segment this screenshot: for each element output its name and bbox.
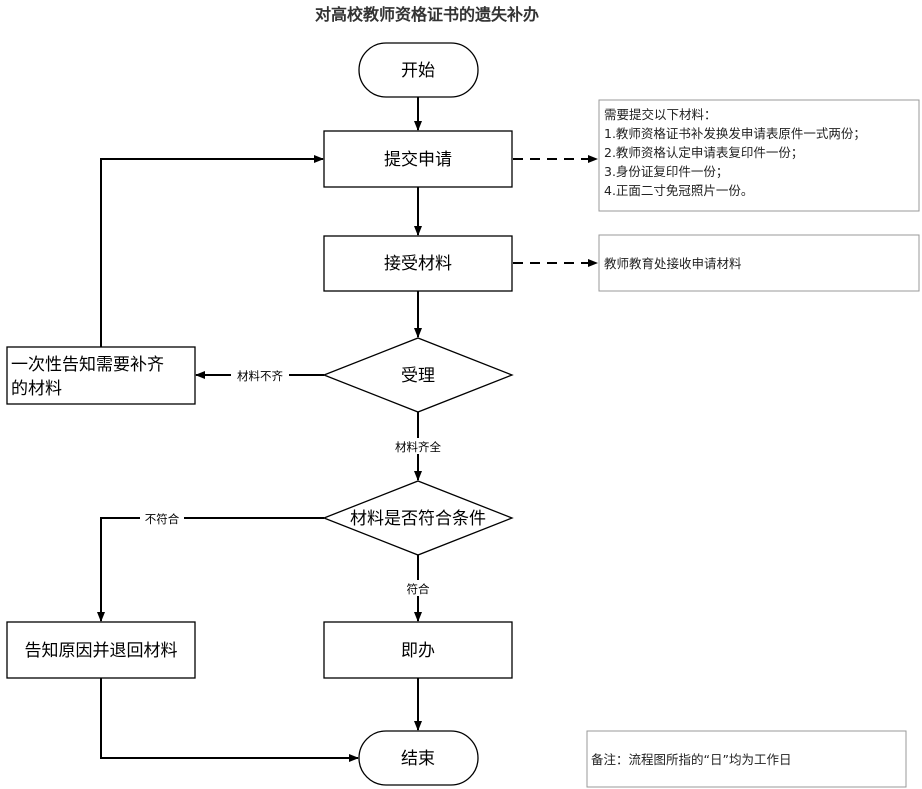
arrow-reject-to-end (100, 678, 359, 762)
materials-note-line: 3.身份证复印件一份； (604, 164, 728, 179)
start-label: 开始 (401, 61, 435, 81)
submit-application-node (323, 130, 513, 188)
submit-application-label: 提交申请 (384, 150, 452, 170)
arrow-notify-to-submit (100, 155, 324, 347)
process-immediately-node (323, 621, 513, 679)
edge-label-incomplete: 材料不齐 (237, 369, 283, 383)
receive-materials-label: 接受材料 (384, 254, 452, 274)
condition-check-label: 材料是否符合条件 (350, 509, 486, 529)
materials-note-line: 4.正面二寸免冠照片一份。 (604, 183, 753, 198)
end-node (358, 730, 479, 786)
edge-label-not-qualified: 不符合 (145, 512, 180, 526)
edge-label-complete: 材料齐全 (395, 440, 441, 454)
remark-text: 备注：流程图所指的“日”均为工作日 (591, 752, 791, 767)
notify-supplement-node (6, 346, 196, 405)
materials-note-box (598, 99, 920, 212)
notify-supplement-label-line1: 一次性告知需要补齐 (11, 355, 164, 375)
edge-label-qualified: 符合 (407, 582, 430, 596)
materials-note-line: 需要提交以下材料： (604, 107, 717, 122)
reject-return-label: 告知原因并退回材料 (25, 641, 178, 661)
materials-note-line: 1.教师资格证书补发换发申请表原件一式两份； (604, 126, 866, 141)
receive-materials-node (323, 235, 513, 292)
notify-supplement-label-line2: 的材料 (11, 379, 62, 399)
reject-return-node (6, 621, 196, 679)
arrow-check-to-reject (97, 517, 324, 622)
diagram-title: 对高校教师资格证书的遗失补办 (315, 5, 539, 24)
process-immediately-label: 即办 (401, 641, 435, 661)
end-label: 结束 (401, 749, 435, 769)
accept-decision-label: 受理 (401, 366, 435, 386)
receive-note-text: 教师教育处接收申请材料 (604, 256, 742, 271)
receive-note-box (598, 234, 920, 292)
materials-note-line: 2.教师资格认定申请表复印件一份； (604, 145, 803, 160)
remark-box (586, 730, 907, 788)
